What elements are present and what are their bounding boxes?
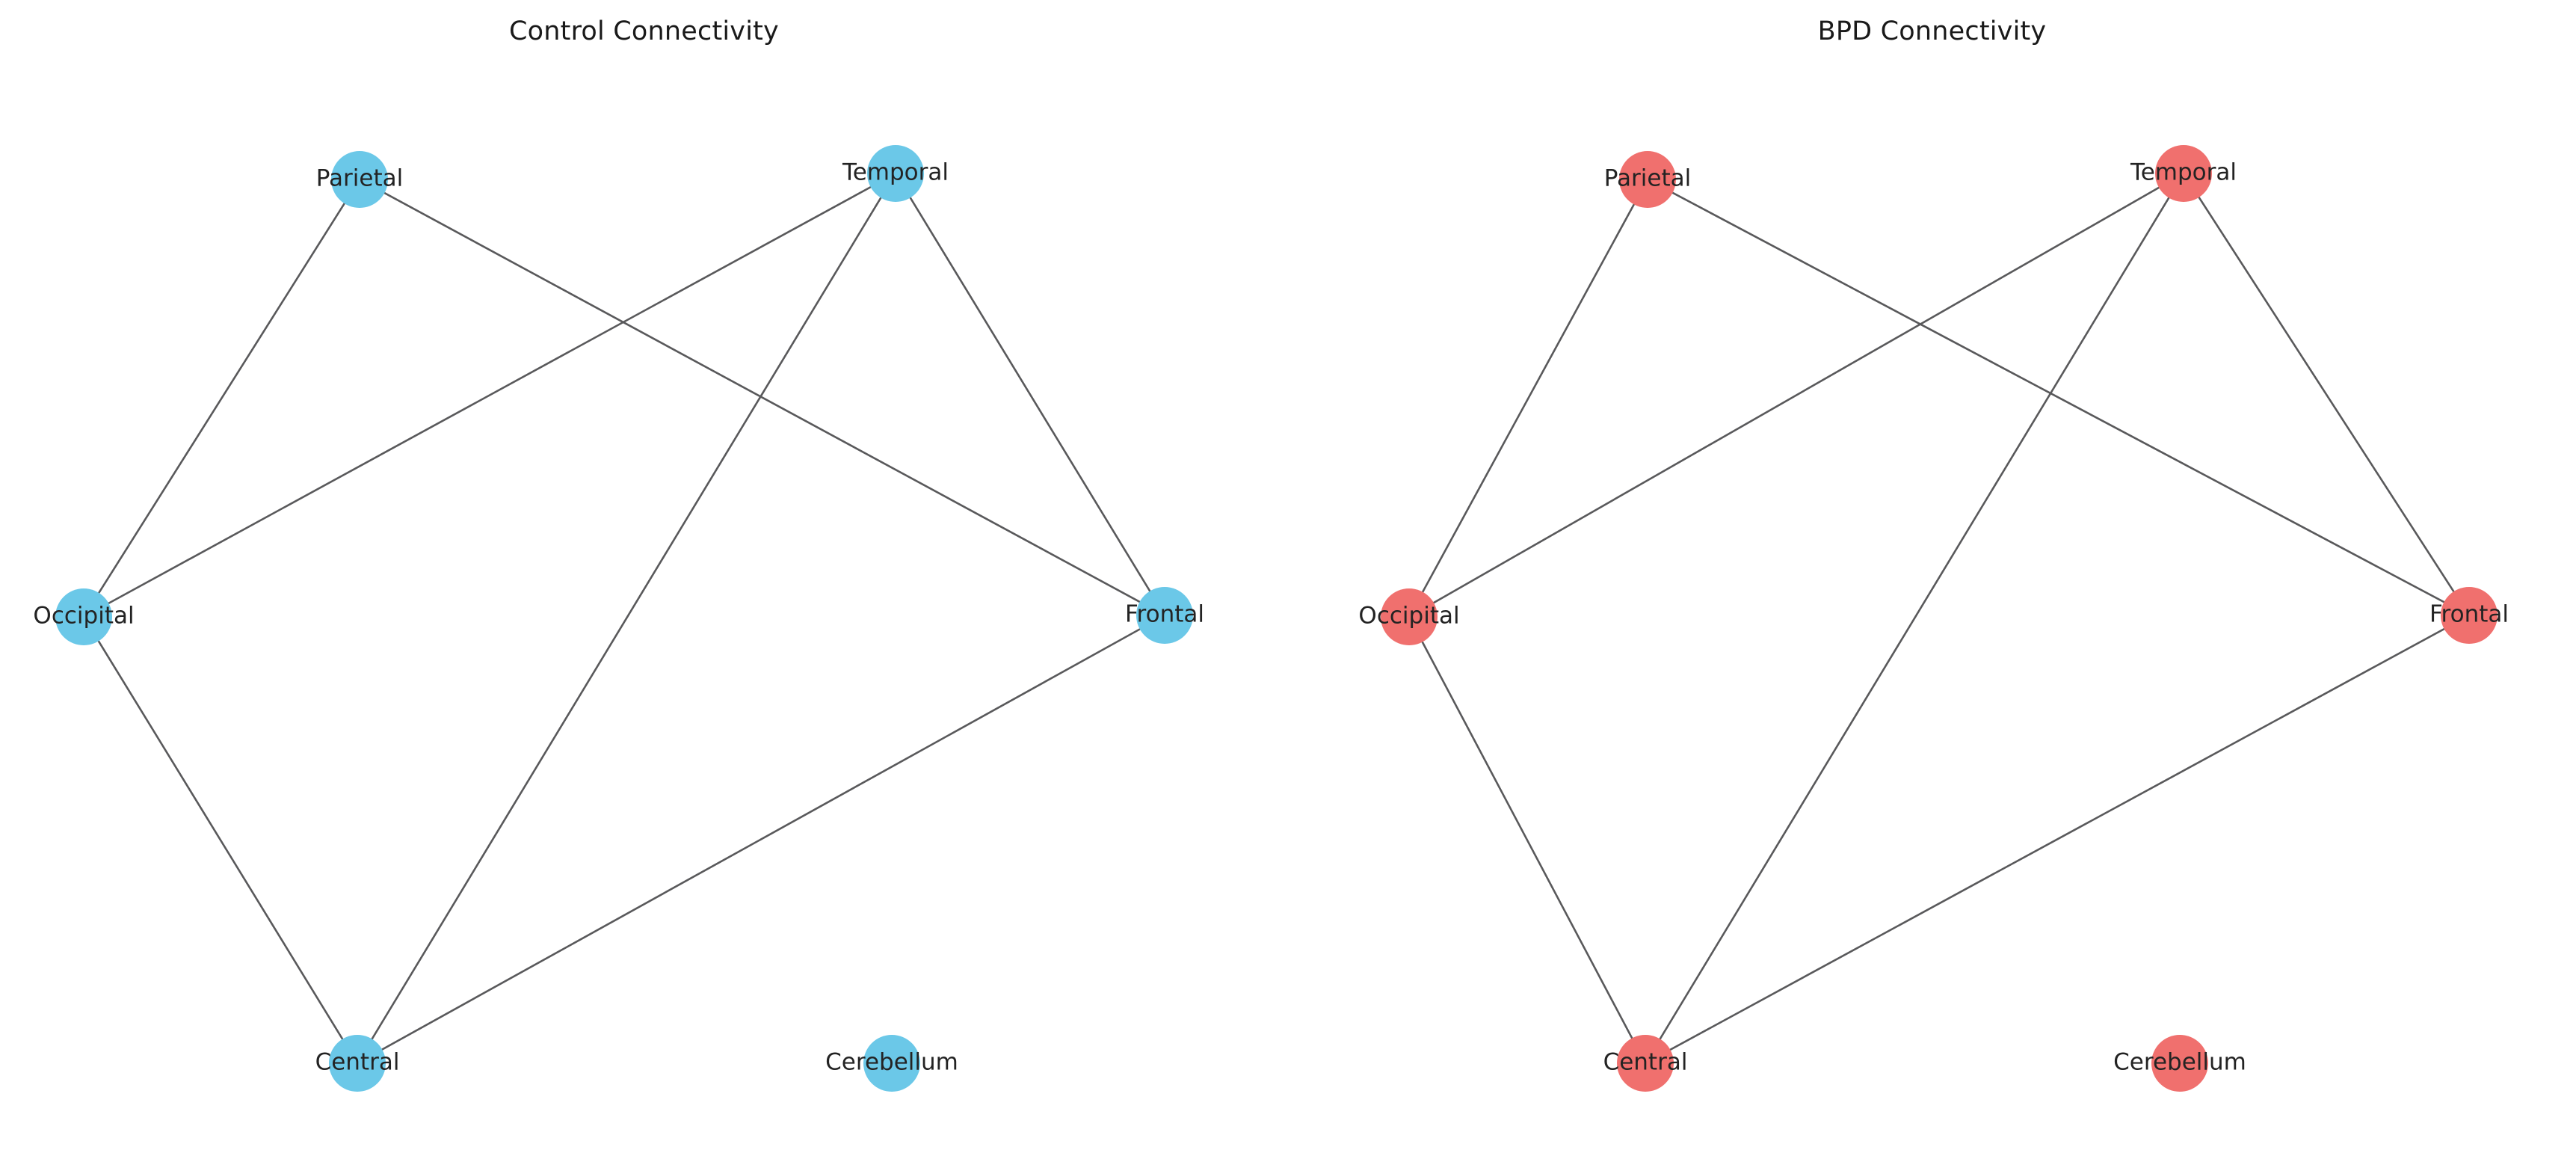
graph-node[interactable]: Occipital <box>1358 588 1460 645</box>
node-circle[interactable] <box>1136 587 1193 644</box>
node-label: Temporal <box>842 159 949 186</box>
graph-edge <box>356 614 1166 1065</box>
node-circle[interactable] <box>2441 587 2498 644</box>
node-circle[interactable] <box>867 145 924 202</box>
node-label: Cerebellum <box>825 1049 958 1076</box>
graph-node[interactable]: Occipital <box>33 588 135 645</box>
node-label: Occipital <box>33 603 134 630</box>
node-label: Central <box>1603 1049 1688 1076</box>
graph-node[interactable]: Parietal <box>316 151 404 208</box>
graph-edge <box>1644 614 2471 1065</box>
node-circle[interactable] <box>2151 1035 2208 1092</box>
graph-edge <box>1408 172 2185 618</box>
graph-edge <box>1644 172 2185 1065</box>
graph-node[interactable]: Cerebellum <box>2113 1035 2246 1092</box>
graph-node[interactable]: Parietal <box>1604 151 1692 208</box>
graph-node[interactable]: Central <box>315 1035 400 1092</box>
node-circle[interactable] <box>1381 588 1438 645</box>
graph-edge <box>356 172 897 1065</box>
graph-edge <box>358 178 1166 617</box>
graph-node[interactable]: Central <box>1603 1035 1688 1092</box>
node-label: Occipital <box>1358 603 1459 630</box>
node-label: Frontal <box>2429 601 2509 628</box>
node-circle[interactable] <box>863 1035 920 1092</box>
graph-edge <box>1408 178 1649 618</box>
graph-node[interactable]: Cerebellum <box>825 1035 958 1092</box>
node-circle[interactable] <box>1617 1035 1674 1092</box>
node-label: Cerebellum <box>2113 1049 2246 1076</box>
graph-node[interactable]: Temporal <box>2130 145 2237 202</box>
graph-edge <box>82 172 897 618</box>
edge-layer-bpd <box>1408 172 2471 1065</box>
graph-node[interactable]: Temporal <box>842 145 949 202</box>
graph-edge <box>82 615 359 1065</box>
graph-edge <box>2182 172 2471 617</box>
node-label: Parietal <box>316 165 404 192</box>
node-circle[interactable] <box>331 151 388 208</box>
graph-edge <box>1646 178 2471 617</box>
edge-layer-control <box>82 172 1166 1065</box>
node-circle[interactable] <box>1619 151 1676 208</box>
panel-title-bpd: BPD Connectivity <box>1817 16 2047 46</box>
node-label: Frontal <box>1125 601 1204 628</box>
node-label: Central <box>315 1049 400 1076</box>
graph-edge <box>1408 615 1647 1065</box>
graph-edge <box>894 172 1166 617</box>
graph-node[interactable]: Frontal <box>2429 587 2509 644</box>
node-label: Parietal <box>1604 165 1692 192</box>
node-circle[interactable] <box>329 1035 386 1092</box>
node-circle[interactable] <box>55 588 112 645</box>
node-circle[interactable] <box>2155 145 2212 202</box>
graph-edge <box>82 178 361 618</box>
graph-node[interactable]: Frontal <box>1125 587 1204 644</box>
panel-title-control: Control Connectivity <box>509 16 779 46</box>
node-label: Temporal <box>2130 159 2237 186</box>
